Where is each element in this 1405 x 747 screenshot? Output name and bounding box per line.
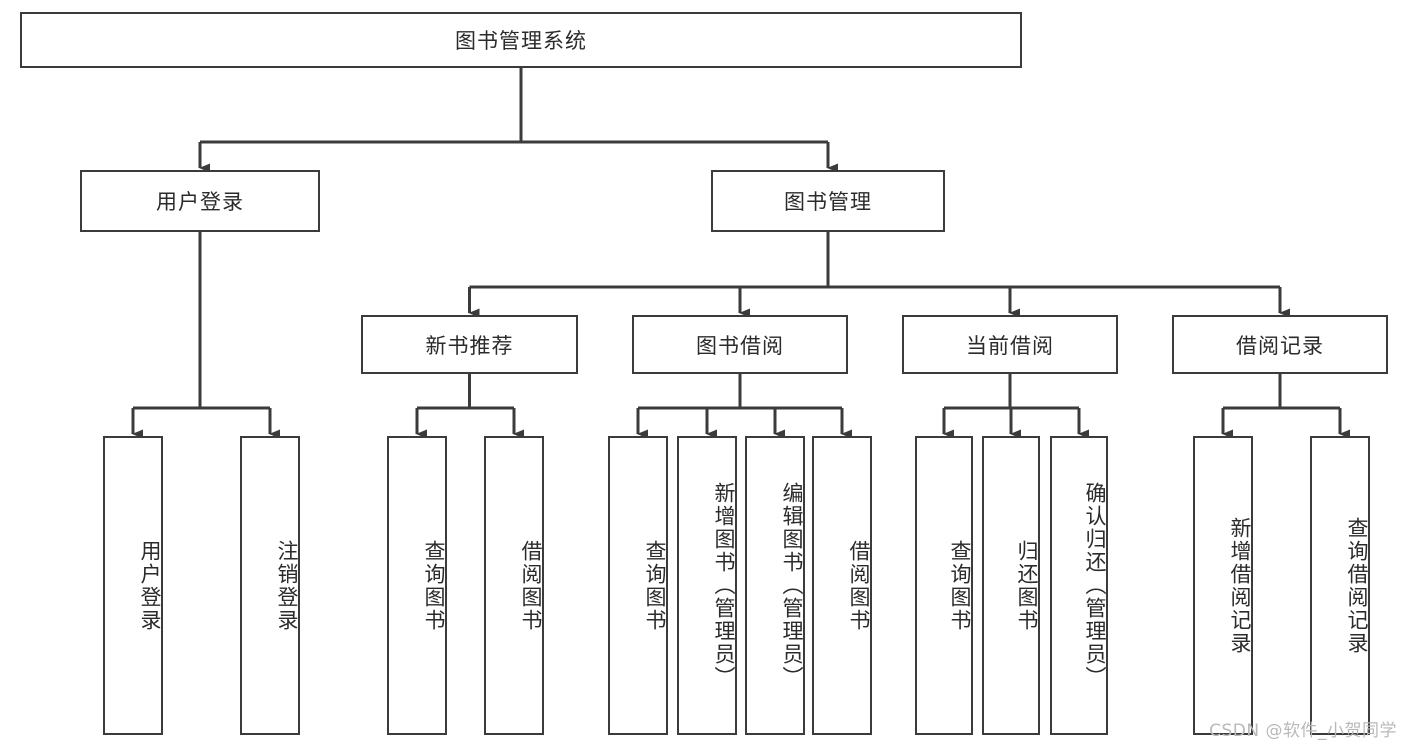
node-leaf-add-book-admin[interactable]: 新增图书（管理员） xyxy=(677,436,737,735)
node-new-book-recommend[interactable]: 新书推荐 xyxy=(361,315,578,374)
node-leaf-add-borrow-record-label: 新增借阅记录 xyxy=(1228,516,1252,655)
node-leaf-user-login-label: 用户登录 xyxy=(138,539,162,632)
node-current-borrow-label: 当前借阅 xyxy=(966,333,1054,358)
node-leaf-return-book-label: 归还图书 xyxy=(1015,539,1039,632)
node-leaf-query-book-current[interactable]: 查询图书 xyxy=(915,436,973,735)
node-book-manage-label: 图书管理 xyxy=(784,190,872,214)
node-leaf-logout-login-label: 注销登录 xyxy=(275,539,299,632)
node-leaf-confirm-return-admin-label: 确认归还（管理员） xyxy=(1083,482,1107,689)
node-leaf-edit-book-admin-label: 编辑图书（管理员） xyxy=(780,482,804,689)
node-book-borrow-label: 图书借阅 xyxy=(696,333,784,358)
node-leaf-confirm-return-admin[interactable]: 确认归还（管理员） xyxy=(1050,436,1108,735)
node-leaf-query-book-borrow[interactable]: 查询图书 xyxy=(608,436,668,735)
node-leaf-borrow-book[interactable]: 借阅图书 xyxy=(812,436,872,735)
node-leaf-query-book-rec[interactable]: 查询图书 xyxy=(387,436,447,735)
node-user-login-label: 用户登录 xyxy=(156,190,244,214)
node-leaf-query-book-current-label: 查询图书 xyxy=(948,539,972,632)
node-leaf-add-borrow-record[interactable]: 新增借阅记录 xyxy=(1193,436,1253,735)
node-leaf-query-borrow-record-label: 查询借阅记录 xyxy=(1345,516,1369,655)
node-new-book-recommend-label: 新书推荐 xyxy=(425,333,514,358)
node-leaf-add-book-admin-label: 新增图书（管理员） xyxy=(712,482,736,689)
node-current-borrow[interactable]: 当前借阅 xyxy=(902,315,1118,374)
node-book-manage[interactable]: 图书管理 xyxy=(711,170,945,232)
node-leaf-borrow-book-rec[interactable]: 借阅图书 xyxy=(484,436,544,735)
node-leaf-borrow-book-rec-label: 借阅图书 xyxy=(519,539,543,632)
node-leaf-user-login[interactable]: 用户登录 xyxy=(103,436,163,735)
node-book-borrow[interactable]: 图书借阅 xyxy=(632,315,848,374)
node-user-login[interactable]: 用户登录 xyxy=(80,170,320,232)
node-leaf-query-borrow-record[interactable]: 查询借阅记录 xyxy=(1310,436,1370,735)
node-borrow-record[interactable]: 借阅记录 xyxy=(1172,315,1388,374)
node-root-label: 图书管理系统 xyxy=(455,29,587,53)
node-leaf-edit-book-admin[interactable]: 编辑图书（管理员） xyxy=(745,436,805,735)
node-borrow-record-label: 借阅记录 xyxy=(1236,333,1324,358)
node-leaf-borrow-book-label: 借阅图书 xyxy=(847,539,871,632)
node-root[interactable]: 图书管理系统 xyxy=(20,12,1022,68)
node-leaf-logout-login[interactable]: 注销登录 xyxy=(240,436,300,735)
node-leaf-query-book-rec-label: 查询图书 xyxy=(422,539,446,632)
node-leaf-query-book-borrow-label: 查询图书 xyxy=(643,539,667,632)
node-leaf-return-book[interactable]: 归还图书 xyxy=(982,436,1040,735)
